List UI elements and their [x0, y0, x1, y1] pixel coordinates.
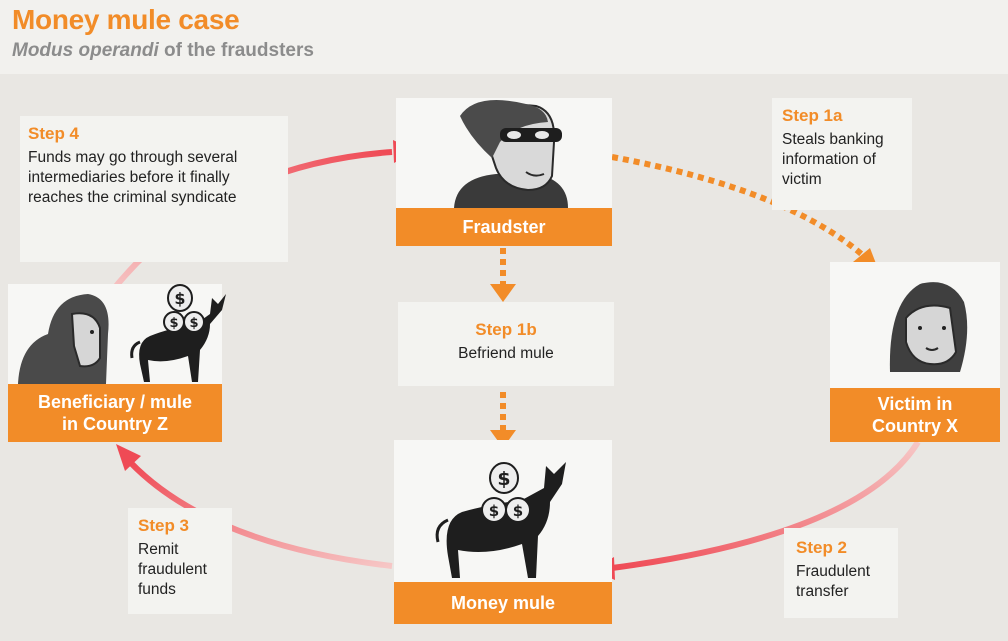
masked-fraudster-icon — [454, 100, 568, 208]
step1b-note: Step 1b Befriend mule — [398, 302, 614, 386]
svg-text:$: $ — [169, 316, 178, 331]
step1b-text: Befriend mule — [458, 345, 554, 362]
fraudster-label: Fraudster — [396, 208, 612, 246]
step3-note: Step 3 Remit fraudulent funds — [128, 508, 232, 614]
page-title: Money mule case — [12, 4, 240, 35]
step1a-note: Step 1a Steals banking information of vi… — [772, 98, 912, 210]
step1b-arrow-bottom — [490, 392, 516, 448]
woman-icon — [889, 282, 968, 372]
subtitle-italic: Modus operandi — [12, 40, 159, 61]
beneficiary-label: Beneficiary / mule in Country Z — [8, 384, 222, 442]
step4-note: Step 4 Funds may go through several inte… — [20, 116, 288, 262]
step3-title: Step 3 — [138, 516, 190, 535]
svg-text:$: $ — [174, 289, 185, 308]
header: Money mule case Modus operandi of the fr… — [0, 0, 1008, 74]
step1b-arrow-top — [490, 248, 516, 302]
money-bag-icon: $ $ $ — [163, 284, 205, 333]
step1b-title: Step 1b — [475, 320, 537, 339]
step2-text: Fraudulent transfer — [796, 563, 871, 600]
svg-text:$: $ — [489, 502, 499, 520]
mule-donkey-icon — [435, 462, 566, 578]
subtitle-rest: of the fraudsters — [164, 40, 314, 61]
step1a-title: Step 1a — [782, 106, 843, 125]
step4-text: Funds may go through several intermediar… — [28, 149, 238, 206]
mule-label: Money mule — [394, 582, 612, 624]
money-bag-icon: $ $ $ — [481, 462, 531, 523]
mule-card: $ $ $ — [394, 440, 612, 582]
beneficiary-card: $ $ $ — [8, 284, 226, 384]
hooded-man-icon — [18, 294, 109, 384]
svg-text:$: $ — [513, 502, 523, 520]
victim-label: Victim in Country X — [830, 388, 1000, 442]
step1a-text: Steals banking information of victim — [782, 131, 884, 188]
page-subtitle: Modus operandi of the fraudsters — [12, 40, 314, 62]
donkey-icon — [130, 294, 226, 382]
victim-card — [830, 262, 1000, 388]
step3-arrow — [116, 444, 393, 569]
step2-title: Step 2 — [796, 538, 848, 557]
svg-text:$: $ — [497, 468, 510, 490]
step4-title: Step 4 — [28, 124, 80, 143]
svg-text:$: $ — [189, 316, 198, 331]
fraudster-card — [396, 98, 612, 208]
step2-note: Step 2 Fraudulent transfer — [784, 528, 898, 618]
step3-text: Remit fraudulent funds — [138, 541, 207, 598]
